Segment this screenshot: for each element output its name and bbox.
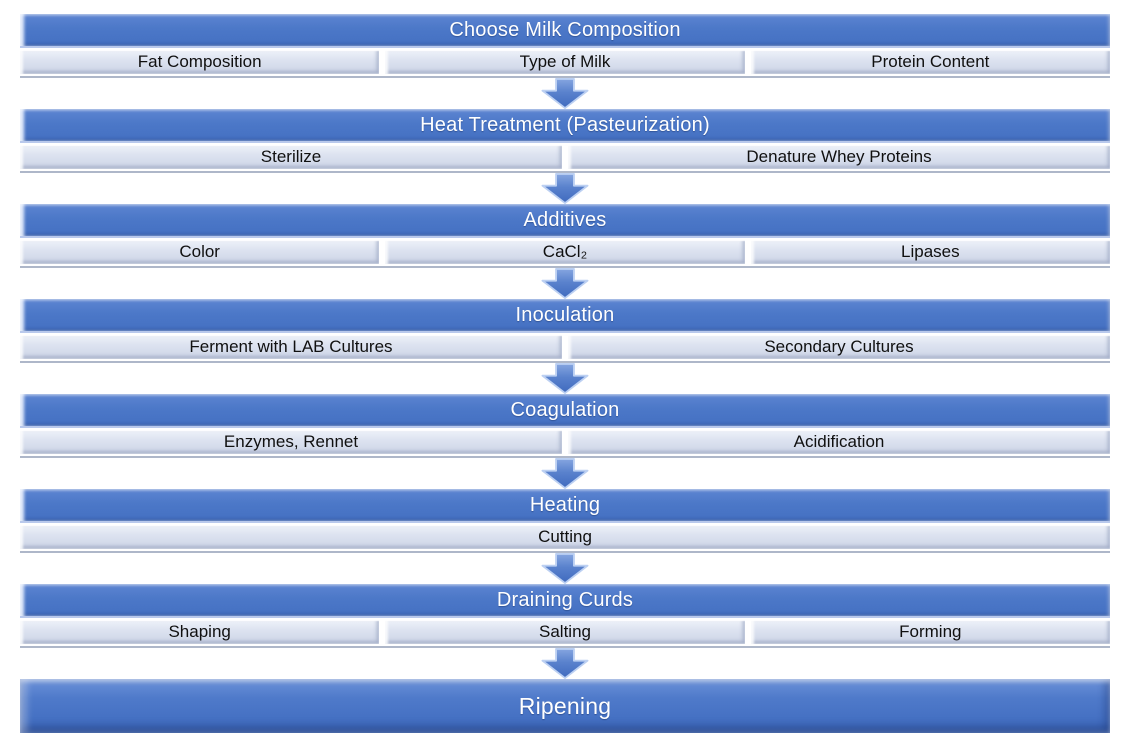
sub-step: Denature Whey Proteins	[568, 144, 1110, 169]
process-step-heating: Heating Cutting	[20, 489, 1110, 553]
sub-step: Forming	[750, 619, 1110, 644]
group-baseline	[20, 361, 1110, 363]
sub-step: Cutting	[20, 524, 1110, 549]
connector	[20, 553, 1110, 584]
step-title-bar: Draining Curds	[20, 584, 1110, 618]
sub-step: Color	[20, 239, 380, 264]
step-title-bar: Heat Treatment (Pasteurization)	[20, 109, 1110, 143]
connector	[20, 648, 1110, 679]
down-arrow-icon	[541, 268, 589, 299]
connector	[20, 173, 1110, 204]
down-arrow-icon	[541, 173, 589, 204]
down-arrow-icon	[541, 363, 589, 394]
group-baseline	[20, 551, 1110, 553]
sub-step: Sterilize	[20, 144, 562, 169]
down-arrow-icon	[541, 648, 589, 679]
down-arrow-icon	[541, 553, 589, 584]
sub-step-row: Cutting	[20, 524, 1110, 549]
group-baseline	[20, 266, 1110, 268]
sub-step: Acidification	[568, 429, 1110, 454]
group-baseline	[20, 171, 1110, 173]
connector	[20, 78, 1110, 109]
sub-step: Type of Milk	[385, 49, 745, 74]
group-baseline	[20, 456, 1110, 458]
step-title-bar: Additives	[20, 204, 1110, 238]
down-arrow-icon	[541, 78, 589, 109]
down-arrow-icon	[541, 458, 589, 489]
step-title-bar: Heating	[20, 489, 1110, 523]
step-title-bar: Ripening	[20, 679, 1110, 733]
sub-step: Lipases	[750, 239, 1110, 264]
sub-step: Protein Content	[750, 49, 1110, 74]
sub-step: Ferment with LAB Cultures	[20, 334, 562, 359]
process-step-ripening: Ripening	[20, 679, 1110, 733]
group-baseline	[20, 76, 1110, 78]
sub-step: Secondary Cultures	[568, 334, 1110, 359]
connector	[20, 363, 1110, 394]
sub-step: Salting	[385, 619, 745, 644]
step-title-bar: Choose Milk Composition	[20, 14, 1110, 48]
sub-step: CaCl₂	[385, 239, 745, 264]
sub-step: Shaping	[20, 619, 380, 644]
process-step-heat-treatment-pasteurization: Heat Treatment (Pasteurization) Steriliz…	[20, 109, 1110, 173]
sub-step: Fat Composition	[20, 49, 380, 74]
connector	[20, 268, 1110, 299]
connector	[20, 458, 1110, 489]
group-baseline	[20, 646, 1110, 648]
sub-step: Enzymes, Rennet	[20, 429, 562, 454]
step-title-bar: Coagulation	[20, 394, 1110, 428]
step-title-bar: Inoculation	[20, 299, 1110, 333]
